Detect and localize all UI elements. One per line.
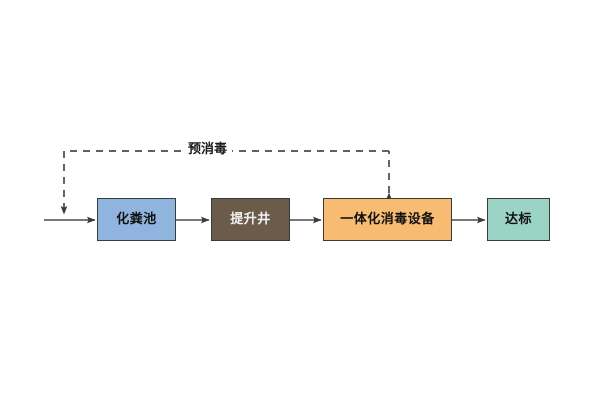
node-dabiao[interactable]: 达标 [487,198,550,241]
node-tishengjing[interactable]: 提升井 [211,198,290,241]
flow-label-predisinfection: 预消毒 [183,143,233,156]
node-yitihua-xiaodu-shebei[interactable]: 一体化消毒设备 [323,198,452,241]
node-huafenchi[interactable]: 化粪池 [97,198,176,241]
